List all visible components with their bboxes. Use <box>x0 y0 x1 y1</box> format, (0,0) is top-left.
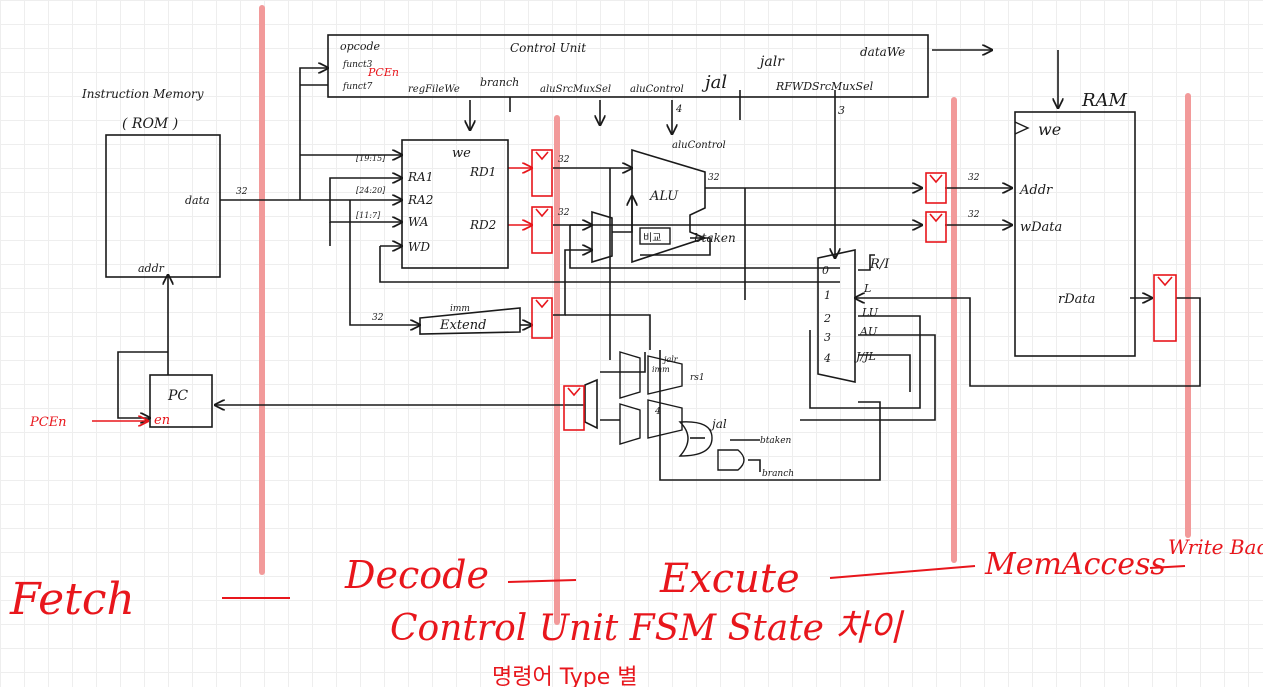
stage-fetch: Fetch <box>9 574 135 625</box>
register-file: we RA1 RA2 WA WD RD1 RD2 [19:15] [24:20]… <box>356 139 570 269</box>
ram-rdata-port: rData <box>1058 292 1095 307</box>
imem-addr-port: addr <box>138 262 165 275</box>
jalr-label: jalr <box>757 54 785 70</box>
ram-wdata-port: wData <box>1020 220 1062 235</box>
wb-in-au: AU <box>859 325 878 338</box>
opcode-label: opcode <box>340 40 380 53</box>
pc-en-port: en <box>154 413 170 428</box>
data-we-label: dataWe <box>860 45 905 59</box>
field-rs2: [24:20] <box>356 186 386 195</box>
funct7-label: funct7 <box>342 82 373 92</box>
wb-in-ri: R/I <box>869 257 890 272</box>
stage-decode: Decode <box>344 553 489 597</box>
bl-four: 4 <box>654 407 661 417</box>
footer-line2: 명령어 Type 별 <box>492 665 637 687</box>
alu-ctrl-width: 4 <box>675 104 682 115</box>
branch-logic: jal btaken branch 4 rs1 jalr imm <box>619 351 794 479</box>
ram-wdata-width: 32 <box>968 210 980 220</box>
jal-label: jal <box>701 72 727 93</box>
instruction-memory: Instruction Memory ( ROM ) data addr 32 <box>81 87 248 278</box>
regfile-we-port: we <box>452 146 471 161</box>
branch-label: branch <box>480 76 519 89</box>
alu-control-port: aluControl <box>672 140 726 151</box>
cu-pcen-label: PCEn <box>367 66 399 79</box>
writeback-mux: 0 1 2 3 4 R/I L LU AU J/JL <box>817 249 890 383</box>
pipeline-reg-imm <box>531 297 553 339</box>
wd-port: WD <box>408 240 430 254</box>
funct3-label: funct3 <box>342 60 373 70</box>
bl-btaken: btaken <box>760 436 792 446</box>
wb-sel-2: 2 <box>823 312 831 325</box>
field-rd: [11:7] <box>356 211 381 220</box>
ram-title: RAM <box>1081 90 1128 111</box>
alu-control-label: aluControl <box>630 84 684 95</box>
wb-sel-4: 4 <box>823 352 831 365</box>
stage-writeback: Write Back <box>1168 535 1263 559</box>
pipeline-reg-aluout <box>925 172 947 204</box>
wb-sel-1: 1 <box>824 289 831 302</box>
ra2-port: RA2 <box>407 193 433 207</box>
stage-labels: Fetch Decode Excute MemAccess Write Back… <box>9 535 1263 687</box>
control-unit-title: Control Unit <box>510 41 586 55</box>
program-counter: PC en PCEn <box>29 374 598 430</box>
field-rs1: [19:15] <box>356 154 386 163</box>
imem-subtitle: ( ROM ) <box>122 116 178 132</box>
control-unit: Control Unit opcode funct3 funct7 PCEn r… <box>327 34 929 117</box>
rfwd-sel-label: RFWDSrcMuxSel <box>775 80 874 93</box>
pipeline-reg-rdata <box>1153 274 1177 342</box>
stage-memaccess: MemAccess <box>984 547 1166 582</box>
alu: ALU aluControl 비교 btaken 32 <box>591 140 736 264</box>
rd2-width: 32 <box>558 208 570 218</box>
data-memory: RAM we Addr wData rData 32 32 <box>968 90 1136 357</box>
imem-title: Instruction Memory <box>81 87 204 101</box>
wires <box>117 50 1201 481</box>
btaken-label: btaken <box>694 231 736 245</box>
alu-src-label: aluSrcMuxSel <box>540 84 611 95</box>
alu-src-mux <box>591 210 613 264</box>
stage-separators <box>259 5 1191 625</box>
bl-jalr: jalr <box>662 355 679 364</box>
stage-execute: Excute <box>659 556 800 602</box>
extend-width: 32 <box>372 313 384 323</box>
wb-in-l: L <box>863 282 871 295</box>
wb-in-jjl: J/JL <box>854 350 876 363</box>
wb-sel-3: 3 <box>824 331 831 344</box>
imem-width: 32 <box>236 187 248 197</box>
extend-imm: imm <box>450 304 470 314</box>
regfile-we-label: regFileWe <box>408 84 460 95</box>
rd2-port: RD2 <box>469 218 496 232</box>
bl-rs1: rs1 <box>690 373 705 383</box>
imem-data-port: data <box>185 194 210 207</box>
wb-in-lu: LU <box>861 306 879 319</box>
rd1-width: 32 <box>558 155 570 165</box>
ram-addr-width: 32 <box>968 173 980 183</box>
pc-label: PC <box>167 388 188 404</box>
ram-addr-port: Addr <box>1019 183 1053 198</box>
extend-unit: Extend imm 32 <box>372 304 521 335</box>
pc-mux <box>584 378 598 430</box>
pipeline-registers <box>531 149 1177 431</box>
pipeline-reg-rd1 <box>531 149 553 197</box>
bl-jal: jal <box>709 417 727 431</box>
alu-label: ALU <box>649 189 679 204</box>
footer-line1: Control Unit FSM State 차이 <box>390 608 905 649</box>
extend-label: Extend <box>439 318 486 333</box>
alu-compare: 비교 <box>643 232 661 244</box>
ra1-port: RA1 <box>407 170 433 184</box>
pcen-input: PCEn <box>29 415 67 430</box>
pipeline-reg-rd2 <box>531 206 553 254</box>
bl-branch: branch <box>762 469 794 479</box>
rd1-port: RD1 <box>469 165 496 179</box>
alu-width: 32 <box>708 173 720 183</box>
wb-sel-0: 0 <box>822 264 829 277</box>
rfwd-width: 3 <box>838 104 845 117</box>
pipeline-reg-pc <box>563 385 585 431</box>
bl-imm: imm <box>652 365 670 374</box>
pipeline-reg-wdata <box>925 211 947 243</box>
wa-port: WA <box>408 215 429 229</box>
ram-we-port: we <box>1038 120 1061 139</box>
